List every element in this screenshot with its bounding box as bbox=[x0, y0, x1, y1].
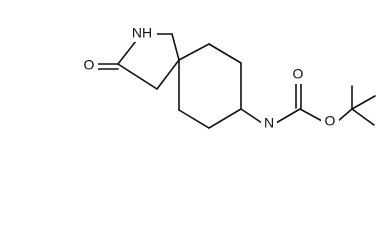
ester-oxygen-label: O bbox=[325, 113, 336, 129]
atom-labels: NH O N O O bbox=[80, 24, 339, 132]
bond-ch2-to-spiro bbox=[171, 33, 180, 61]
carbamate-nitrogen-label: N bbox=[264, 115, 274, 131]
bond-cyclohexane-bottom-to-left bbox=[178, 109, 210, 129]
bond-cyclohexane-top-right-to-right bbox=[208, 43, 242, 64]
bond-spiro-to-cyclohexane-top-right bbox=[178, 43, 210, 61]
ester-oxygen-label-bg bbox=[321, 112, 339, 130]
carbonyl-oxygen-label-bg bbox=[289, 66, 307, 84]
carbonyl-oxygen-label: O bbox=[293, 66, 304, 82]
chemical-structure-diagram: NH O N O O bbox=[80, 24, 376, 132]
structure-canvas: NH O N O O bbox=[80, 24, 376, 132]
bond-carbamate-nitrogen-to-carbonyl bbox=[275, 108, 301, 124]
bond-cyclohexane-bottom-right-to-bottom bbox=[208, 108, 242, 129]
bond-tert-butyl-to-bottom bbox=[351, 108, 375, 126]
ketone-oxygen-label: O bbox=[84, 57, 95, 73]
carbamate-nitrogen-label-bg bbox=[261, 114, 277, 132]
bond-ch2b-to-carbonyl-carbon bbox=[117, 63, 158, 90]
bond-cyclohexane-to-carbamate-nitrogen bbox=[240, 108, 263, 124]
bond-spiro-to-ch2b bbox=[156, 59, 180, 90]
bond-carbonyl-carbon-to-ring-nitrogen bbox=[117, 40, 137, 65]
ring-nitrogen-label-bg bbox=[129, 24, 157, 42]
bond-carbonyl-to-ester-oxygen bbox=[299, 108, 323, 122]
bond-tert-butyl-to-right bbox=[351, 95, 376, 110]
ketone-oxygen-label-bg bbox=[80, 55, 98, 75]
bond-lines bbox=[93, 33, 376, 129]
bond-ester-oxygen-to-tertiary-carbon bbox=[337, 108, 353, 122]
ring-nitrogen-label: NH bbox=[132, 25, 152, 41]
